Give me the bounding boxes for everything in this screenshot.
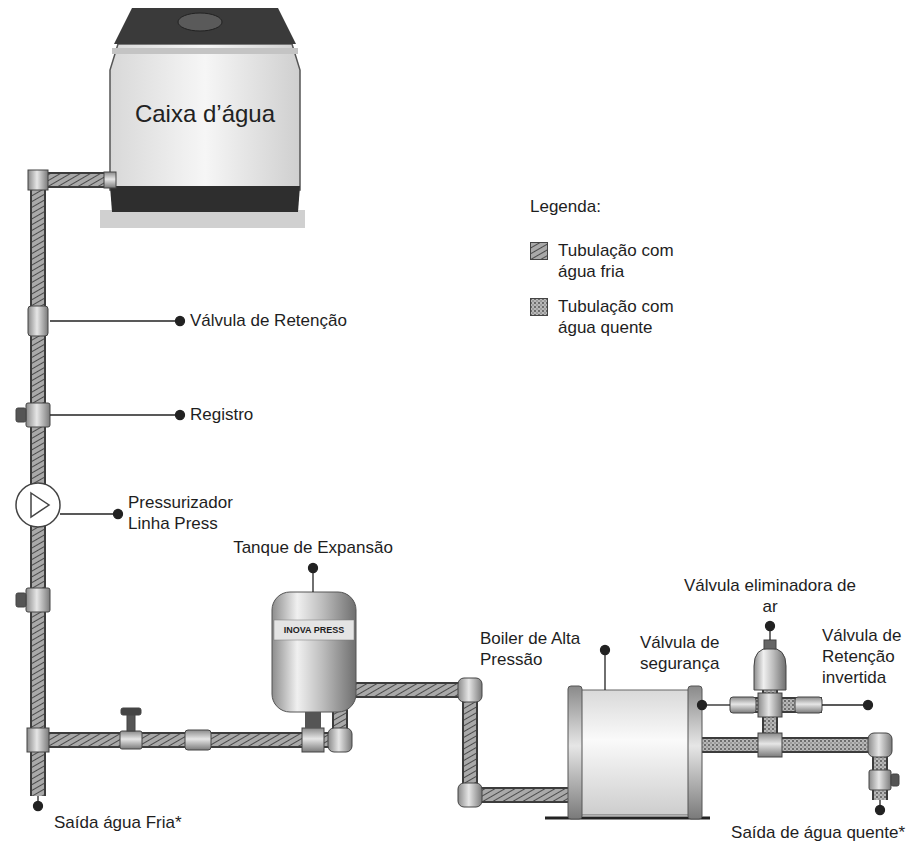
cold-pipe: [38, 174, 110, 186]
legend-sample: [531, 299, 548, 316]
legend-sample: [531, 243, 548, 260]
tee: [27, 728, 49, 752]
legend-title: Legenda:: [530, 196, 650, 217]
air-vent-valve: [754, 648, 786, 690]
check-valve: [28, 306, 48, 336]
safety-valve: [730, 697, 756, 713]
callout-label: Pressurizador Linha Press: [128, 492, 252, 534]
brand-text: INOVA PRESS: [275, 624, 353, 636]
leader-lines: [34, 317, 885, 815]
legend-text: Tubulação com água quente: [558, 296, 688, 338]
inverted-check-valve: [795, 697, 822, 713]
pressurizer-pump: [16, 483, 60, 527]
callout-label: Registro: [190, 404, 310, 425]
callout-label: Válvula de Retenção: [190, 310, 390, 331]
outlet-label: Saída de água quente*: [660, 822, 905, 843]
gate-valve: [26, 403, 50, 427]
legend-text: Tubulação com água fria: [558, 240, 688, 282]
legend-swatch: [530, 242, 548, 260]
water-tank: [100, 8, 305, 228]
tank-box: Caixa d’água: [115, 58, 295, 168]
boiler: [545, 686, 710, 819]
outlet-label: Saída água Fria*: [54, 812, 234, 833]
hot-pipe: [700, 745, 880, 800]
pipe-fittings: [16, 170, 482, 807]
legend-swatch: [530, 298, 548, 316]
callout-label: Tanque de Expansão: [218, 537, 408, 558]
expansion-tank: [272, 592, 356, 728]
tank-title: Caixa d’água: [135, 99, 275, 128]
callout-label: Boiler de Alta Pressão: [480, 628, 592, 670]
callout-label: Válvula de Retenção invertida: [822, 625, 906, 688]
callout-label: Válvula de segurança: [640, 632, 750, 674]
pipe-outline: [38, 172, 110, 188]
pipe-outline: [700, 745, 880, 800]
callout-label: Válvula eliminadora de ar: [680, 575, 860, 617]
